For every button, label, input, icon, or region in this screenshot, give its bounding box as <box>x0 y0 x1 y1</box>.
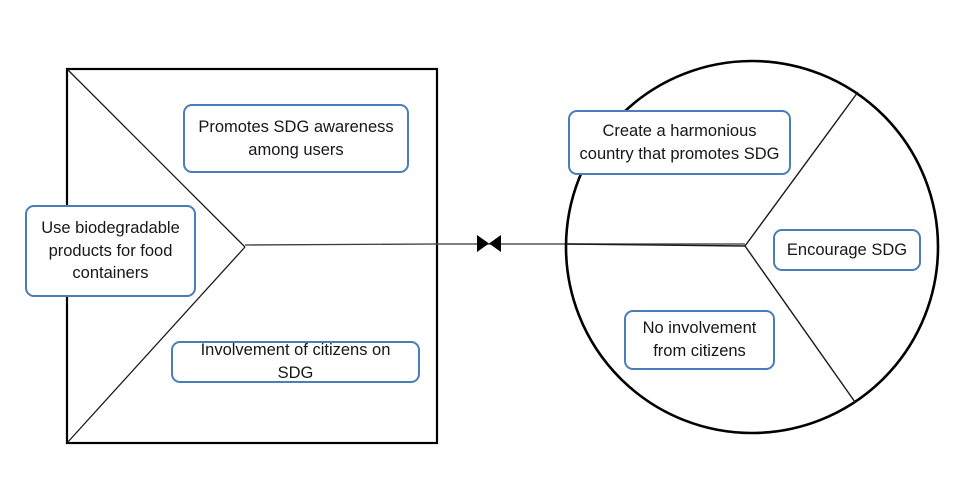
callout-encourage-sdg[interactable]: Encourage SDG <box>773 229 921 271</box>
callout-text: No involvement from citizens <box>642 319 757 360</box>
circle-spoke-left <box>565 243 746 247</box>
right-circle-shape <box>564 59 940 435</box>
callout-text: Encourage SDG <box>786 240 908 259</box>
callout-text: Create a harmonious country that promote… <box>579 121 780 163</box>
callout-text: Involvement of citizens on SDG <box>200 341 391 382</box>
left-spoke-upper <box>66 68 246 248</box>
callout-text: Use biodegradable products for food cont… <box>41 218 180 283</box>
circle-spoke-upper-right <box>744 91 859 247</box>
callout-involvement-of-citizens[interactable]: Involvement of citizens on SDG <box>171 341 420 383</box>
callout-text: Promotes SDG awareness among users <box>198 117 394 159</box>
callout-no-involvement-from-citizens[interactable]: No involvement from citizens <box>624 310 775 370</box>
callout-use-biodegradable-products[interactable]: Use biodegradable products for food cont… <box>25 205 196 297</box>
left-spoke-lower <box>66 246 246 444</box>
callout-create-harmonious-country[interactable]: Create a harmonious country that promote… <box>568 110 791 175</box>
left-spoke-right <box>244 243 438 246</box>
callout-promotes-sdg-awareness[interactable]: Promotes SDG awareness among users <box>183 104 409 173</box>
circle-spoke-lower-right <box>744 245 856 403</box>
double-arrowhead-bowtie-icon <box>477 235 501 252</box>
